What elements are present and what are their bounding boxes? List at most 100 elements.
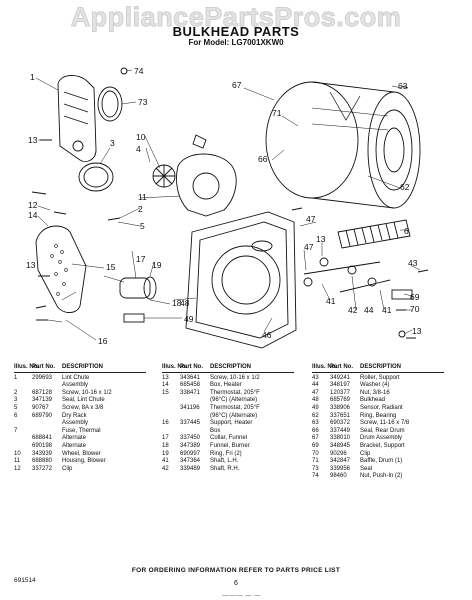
- callout: 17: [136, 254, 146, 264]
- callout: 13: [412, 326, 422, 336]
- callout: 73: [138, 97, 148, 107]
- callout: 42: [348, 305, 358, 315]
- callout: 15: [106, 262, 116, 272]
- page-title: BULKHEAD PARTS: [172, 24, 300, 39]
- callout: 48: [180, 298, 190, 308]
- ordering-info-footer: FOR ORDERING INFORMATION REFER TO PARTS …: [131, 567, 341, 574]
- table-row: (96°C) (Alternate): [210, 397, 258, 404]
- support-rollers: [303, 257, 413, 338]
- table-header: Illus. No. Part No. DESCRIPTION: [162, 364, 294, 373]
- table-row: Box: [210, 427, 221, 434]
- callout: 1: [30, 72, 35, 82]
- table-row: Assembly: [62, 420, 89, 427]
- blower-housing: [176, 153, 237, 217]
- callout: 71: [272, 108, 282, 118]
- callout: 41: [382, 305, 392, 315]
- callout: 13: [26, 260, 36, 270]
- bulkhead: [185, 211, 297, 349]
- callout: 63: [398, 81, 408, 91]
- model-subtitle: For Model: LG7001XKW0: [188, 38, 284, 47]
- callout: 16: [98, 336, 108, 346]
- callout: 11: [138, 192, 147, 202]
- callout: 41: [326, 296, 336, 306]
- watermark: AppliancePartsPros.com: [70, 2, 402, 33]
- callout: 18: [172, 298, 182, 308]
- callout: 66: [258, 154, 268, 164]
- table-header: Illus. No. Part No. DESCRIPTION: [312, 364, 444, 373]
- callout: 3: [110, 138, 115, 148]
- seal-3: [78, 162, 114, 192]
- callout: 12: [28, 200, 38, 210]
- callout: 6: [404, 226, 409, 236]
- table-header: Illus. No. Part No. DESCRIPTION: [14, 364, 146, 373]
- callout: 47: [306, 214, 316, 224]
- callout: 5: [140, 221, 145, 231]
- callout: 67: [232, 80, 242, 90]
- blower-wheel: [152, 164, 176, 188]
- callout: 14: [28, 210, 38, 220]
- heater-box: [35, 225, 87, 313]
- callout: 70: [410, 304, 420, 314]
- handwritten-mark: ⁓⁓⁓ ⁓ ⁓: [222, 593, 261, 600]
- exploded-parts-diagram: 1 74 73 10 4 13 3 12 14 11 2 5 15 17 19 …: [26, 66, 429, 349]
- burner-funnel: [119, 277, 151, 299]
- callout: 4: [136, 144, 141, 154]
- callout: 44: [364, 305, 374, 315]
- callout: 74: [134, 66, 144, 76]
- callout: 47: [304, 242, 314, 252]
- table-row: (96°C) (Alternate): [210, 412, 258, 419]
- callout: 13: [28, 135, 38, 145]
- callout: 49: [184, 314, 194, 324]
- callout: 2: [138, 204, 143, 214]
- callout: 46: [262, 330, 272, 340]
- document-number: 691514: [14, 577, 36, 584]
- table-row: Assembly: [62, 382, 89, 389]
- callout: 19: [152, 260, 162, 270]
- callout: 43: [408, 258, 418, 268]
- drum-assembly: [265, 81, 421, 209]
- callout: 69: [410, 292, 420, 302]
- lint-chute: [57, 75, 97, 162]
- callout: 62: [400, 182, 410, 192]
- callout: 10: [136, 132, 146, 142]
- callout: 13: [316, 234, 326, 244]
